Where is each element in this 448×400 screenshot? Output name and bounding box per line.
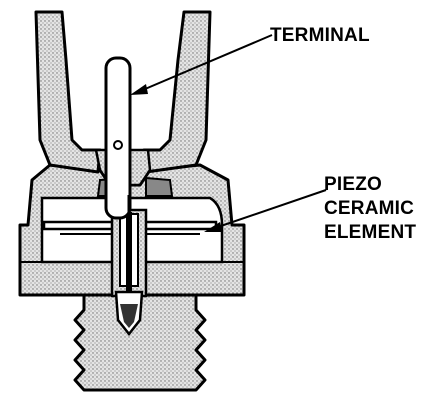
connector-shell-left bbox=[34, 10, 102, 174]
bottom-seat-fill bbox=[120, 304, 138, 328]
connector-shell-right bbox=[142, 10, 212, 174]
piezo-arrowhead bbox=[204, 222, 222, 232]
terminal-eyelet bbox=[113, 140, 123, 150]
terminal-leader-line bbox=[137, 34, 273, 93]
seal-right bbox=[145, 176, 174, 197]
piezo-label-line2: CERAMIC bbox=[324, 198, 414, 219]
terminal-blade bbox=[104, 56, 132, 220]
terminal-arrowhead bbox=[130, 84, 148, 95]
piezo-label-line3: ELEMENT bbox=[324, 222, 416, 243]
terminal-label: TERMINAL bbox=[270, 25, 370, 46]
piezo-leader-line bbox=[211, 189, 327, 230]
threaded-base bbox=[73, 288, 207, 392]
piezo-label-line1: PIEZO bbox=[324, 174, 382, 195]
center-pin bbox=[126, 212, 132, 292]
